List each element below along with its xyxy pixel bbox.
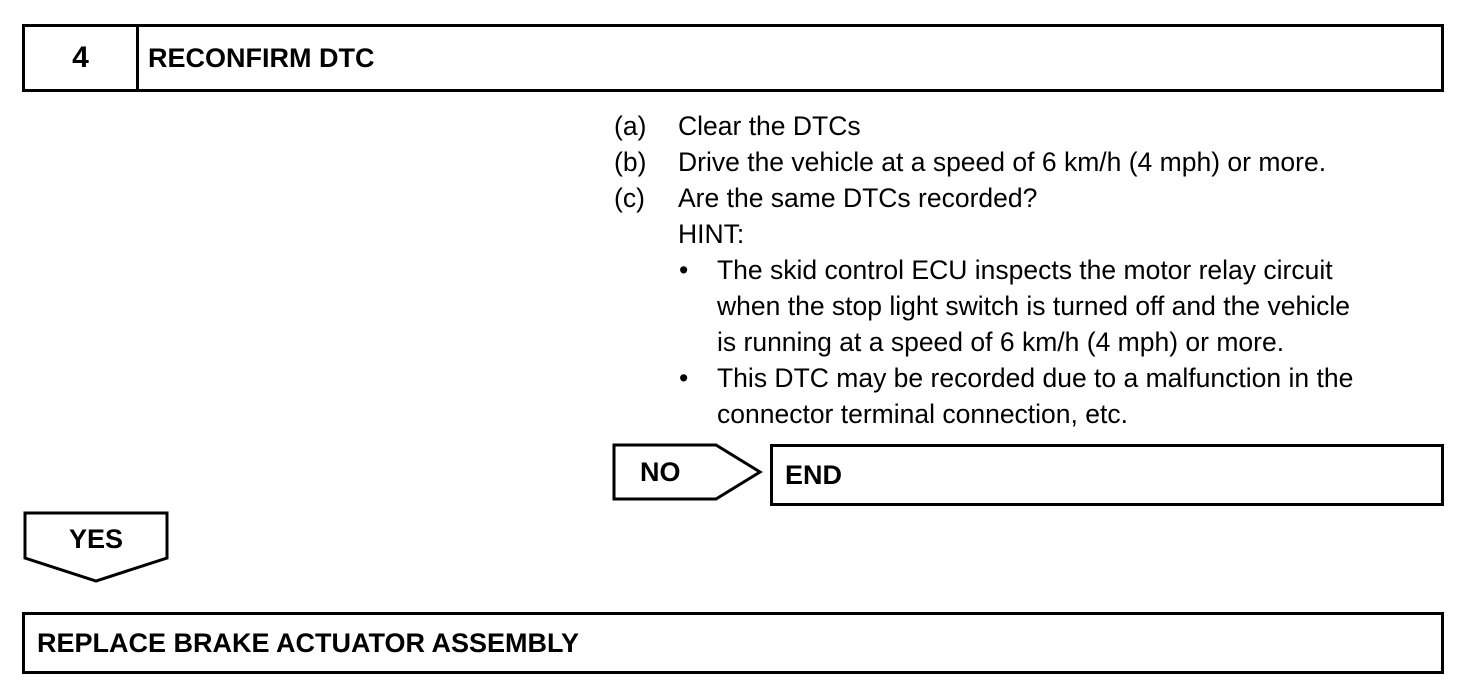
hint-label: HINT: (678, 219, 745, 249)
end-label: END (785, 459, 843, 490)
step-header: 4 RECONFIRM DTC (22, 24, 1444, 92)
step-text: Are the same DTCs recorded? (678, 183, 1038, 213)
step-letter: (a) (614, 111, 647, 141)
hint-line: The skid control ECU inspects the motor … (717, 255, 1333, 285)
right-arrow-icon (612, 443, 763, 501)
down-arrow-icon (23, 511, 169, 583)
procedure-step-c: (c) Are the same DTCs recorded? (612, 180, 1452, 216)
action-label: REPLACE BRAKE ACTUATOR ASSEMBLY (37, 627, 580, 658)
step-text: Clear the DTCs (678, 111, 861, 141)
step-text: Drive the vehicle at a speed of 6 km/h (… (678, 147, 1327, 177)
hint-line: This DTC may be recorded due to a malfun… (717, 363, 1354, 393)
bullet-icon: • (679, 363, 689, 393)
hint-line: is running at a speed of 6 km/h (4 mph) … (717, 327, 1285, 357)
step-letter: (c) (614, 183, 645, 213)
procedure: (a) Clear the DTCs (b) Drive the vehicle… (612, 108, 1452, 432)
procedure-step-a: (a) Clear the DTCs (612, 108, 1452, 144)
step-title: RECONFIRM DTC (148, 42, 375, 73)
end-box: END (770, 444, 1444, 506)
hint-item: • The skid control ECU inspects the moto… (612, 252, 1452, 360)
hint-line: connector terminal connection, etc. (717, 399, 1128, 429)
hint-line: when the stop light switch is turned off… (717, 291, 1350, 321)
step-number: 4 (25, 27, 139, 89)
hint-item: • This DTC may be recorded due to a malf… (612, 360, 1452, 432)
no-label: NO (640, 456, 681, 487)
action-box: REPLACE BRAKE ACTUATOR ASSEMBLY (22, 612, 1444, 674)
procedure-step-b: (b) Drive the vehicle at a speed of 6 km… (612, 144, 1452, 180)
bullet-icon: • (679, 255, 689, 285)
yes-label: YES (68, 523, 124, 554)
step-letter: (b) (614, 147, 647, 177)
